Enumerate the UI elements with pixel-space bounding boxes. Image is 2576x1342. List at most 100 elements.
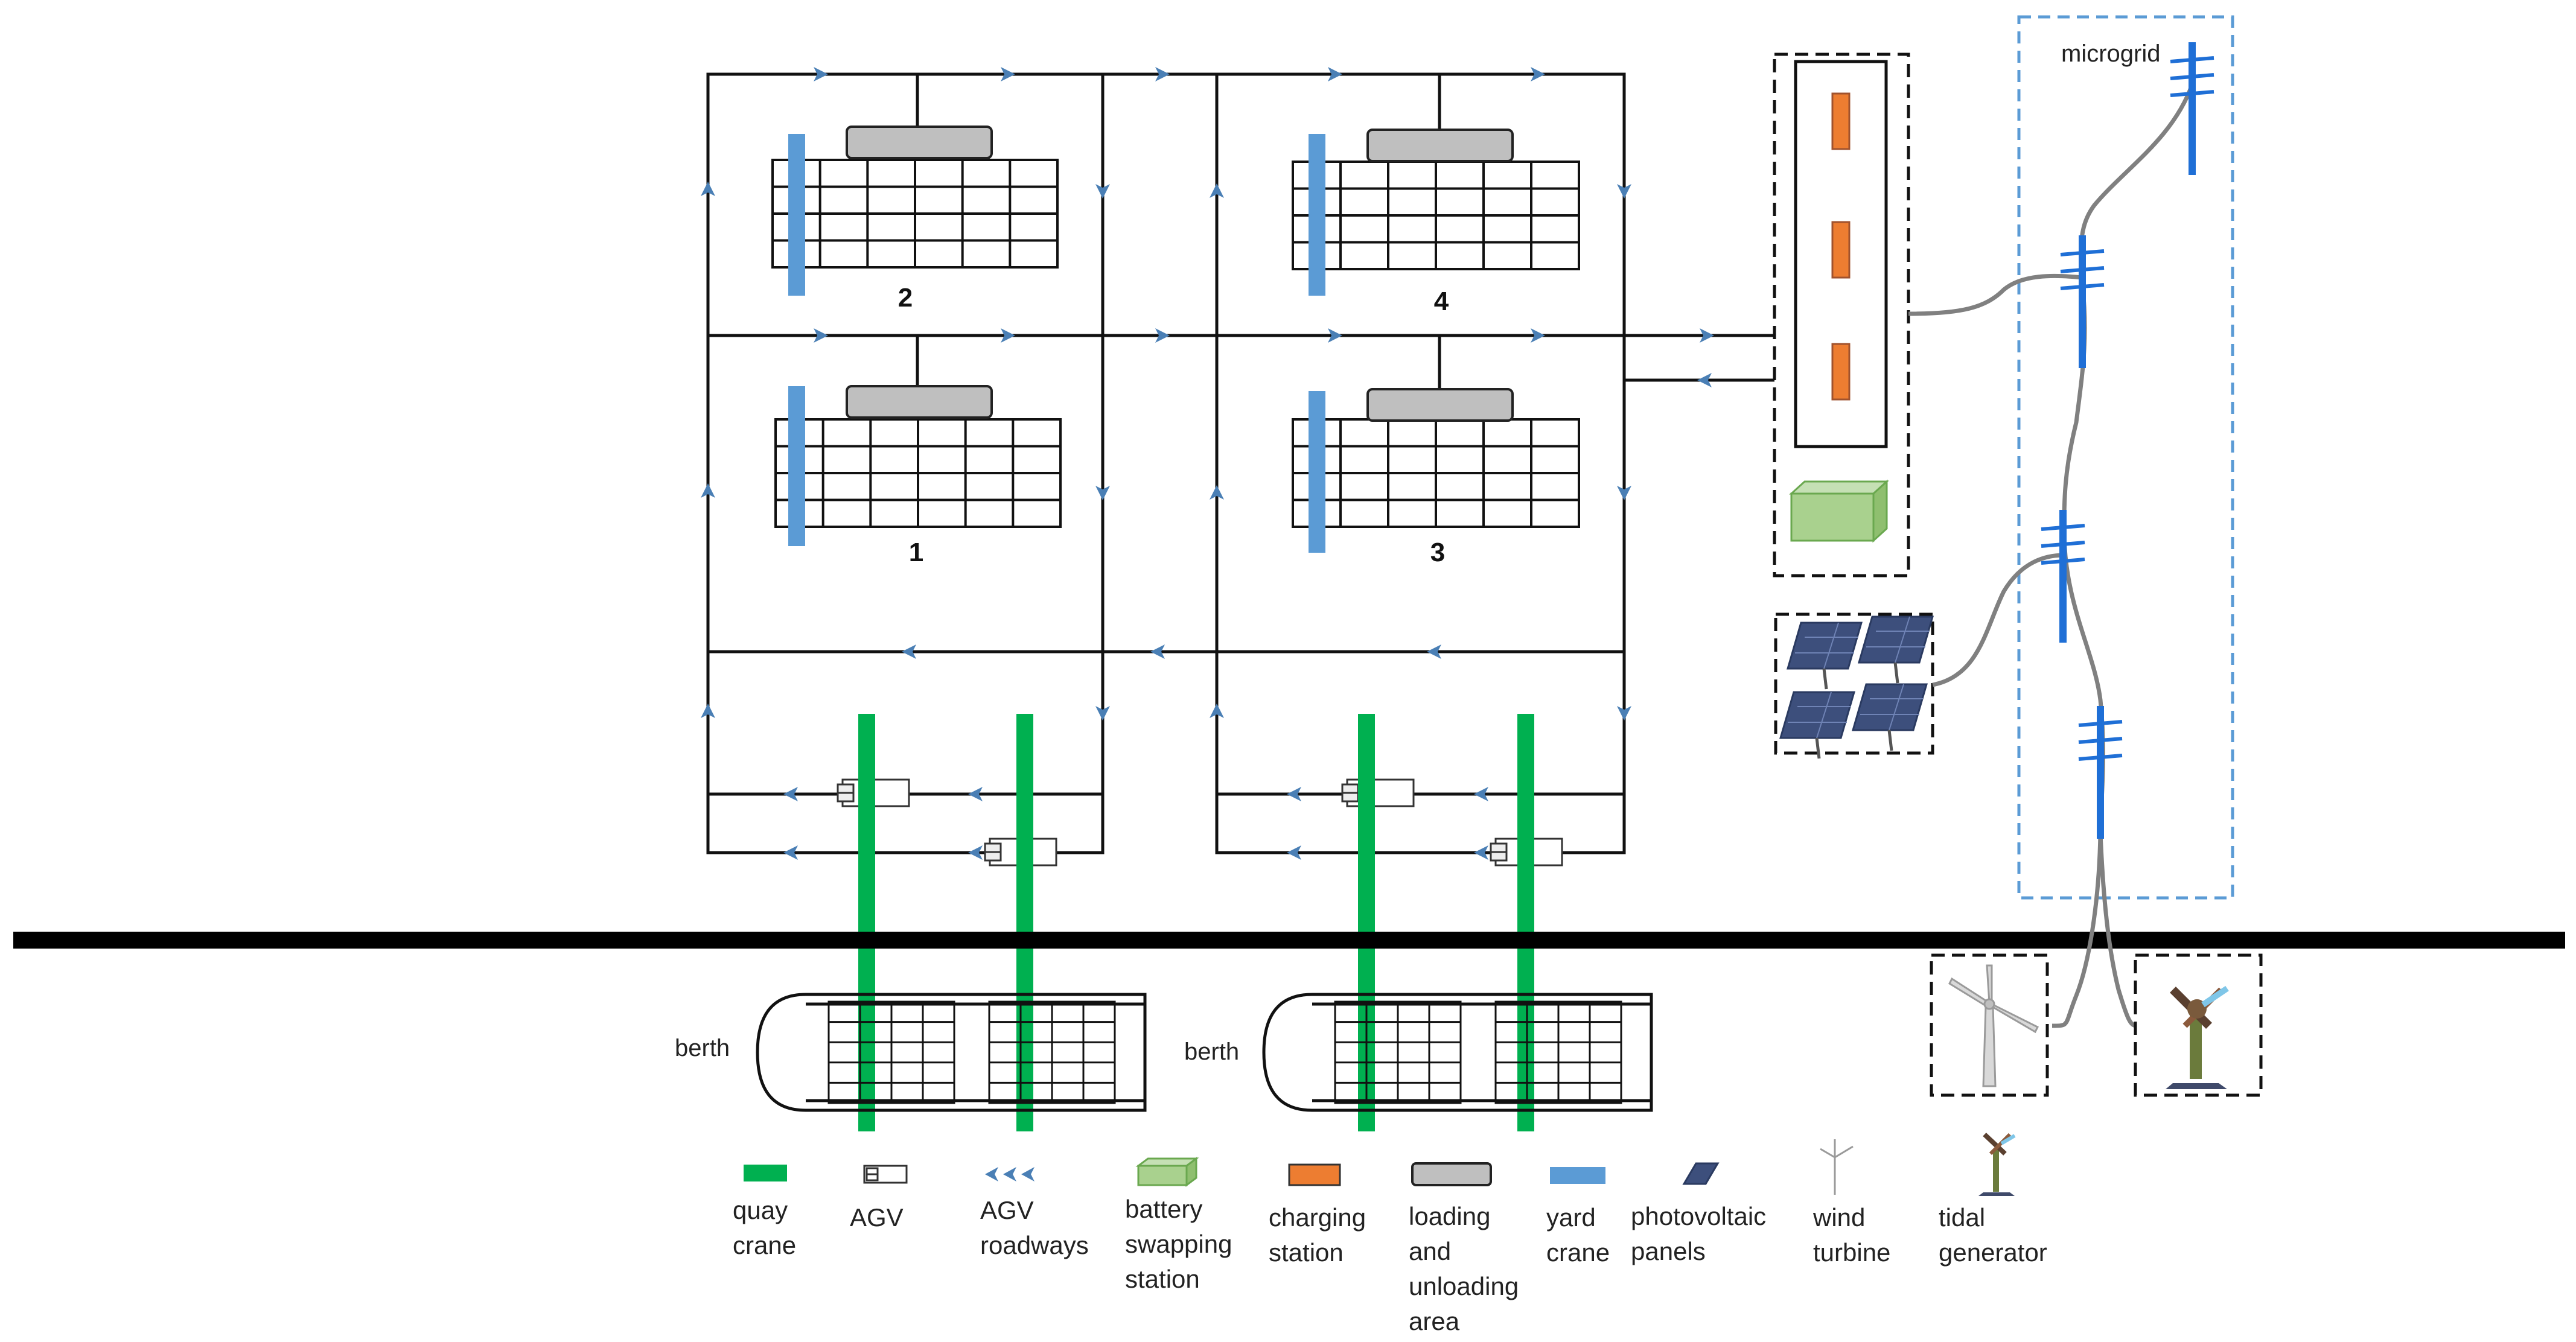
yard-block-4 bbox=[1292, 161, 1580, 270]
loading-area-3 bbox=[1366, 388, 1514, 422]
charging-station-3 bbox=[1831, 343, 1851, 401]
yard-block-2 bbox=[771, 159, 1059, 269]
legend-quay-crane-icon bbox=[744, 1165, 787, 1181]
roadway-arrow bbox=[1617, 184, 1631, 199]
tidal-generator-box bbox=[2134, 953, 2263, 1097]
yard-crane-1 bbox=[788, 386, 805, 546]
roadway-arrow bbox=[814, 328, 828, 343]
roadway-arrow bbox=[1001, 328, 1015, 343]
yard-crane-3 bbox=[1309, 391, 1325, 553]
roadway-arrow bbox=[1210, 485, 1224, 500]
roadway-arrow bbox=[1287, 787, 1301, 801]
loading-area-4 bbox=[1366, 129, 1514, 162]
quay-crane-2 bbox=[1016, 714, 1033, 1131]
roadway-arrow bbox=[1531, 67, 1545, 81]
yard-crane-4 bbox=[1309, 134, 1325, 296]
yard-crane-2 bbox=[788, 134, 805, 296]
agv bbox=[837, 778, 910, 807]
legend-agv-roadways-icon bbox=[985, 1167, 1035, 1181]
legend-tidal-generator-icon bbox=[1978, 1133, 2016, 1196]
legend-agv-label: AGV bbox=[850, 1203, 904, 1232]
legend-wind-turbine-label: wind turbine bbox=[1812, 1203, 1890, 1267]
power-cables bbox=[1908, 83, 2195, 1028]
roadway-arrow bbox=[1155, 328, 1170, 343]
roadway-arrow bbox=[1210, 183, 1224, 198]
roadway-arrow bbox=[1095, 486, 1110, 500]
roadway-arrow bbox=[1287, 845, 1301, 860]
roadway-arrow bbox=[1617, 706, 1631, 720]
block-label-2: 2 bbox=[898, 283, 913, 313]
berth-label-2: berth bbox=[1184, 1038, 1239, 1065]
yard-block-1 bbox=[774, 418, 1062, 528]
block-label-4: 4 bbox=[1434, 287, 1449, 316]
photovoltaic-panels bbox=[1781, 617, 1933, 758]
roadway-arrow bbox=[1150, 644, 1165, 659]
agv-roadway-arrows bbox=[701, 67, 1714, 860]
roadway-arrow bbox=[1328, 328, 1342, 343]
legend-photovoltaic-label: photovoltaic panels bbox=[1631, 1202, 1773, 1265]
utility-poles bbox=[2041, 42, 2214, 839]
ship-2 bbox=[1262, 993, 1653, 1112]
roadway-arrow bbox=[1700, 328, 1714, 343]
roadway-arrow bbox=[1531, 328, 1545, 343]
roadway-arrow bbox=[1474, 787, 1488, 801]
quay-crane-4 bbox=[1517, 714, 1534, 1131]
roadway-arrow bbox=[1095, 706, 1110, 720]
roadway-arrow bbox=[1427, 644, 1441, 659]
microgrid-label: microgrid bbox=[2061, 40, 2160, 67]
legend-agv-icon bbox=[863, 1165, 908, 1184]
left-roadway-loop bbox=[706, 72, 1105, 854]
legend-tidal-generator-label: tidal generator bbox=[1939, 1203, 2047, 1267]
legend-wind-turbine-icon bbox=[1820, 1139, 1854, 1195]
agv bbox=[1341, 778, 1415, 807]
ship-1 bbox=[756, 993, 1147, 1112]
legend: quay crane AGV AGV roadways battery swap… bbox=[733, 1133, 2047, 1335]
legend-charging-station-label: charging station bbox=[1269, 1203, 1373, 1267]
block-label-3: 3 bbox=[1430, 538, 1445, 567]
roadway-arrow bbox=[814, 67, 828, 81]
roadway-arrow bbox=[701, 483, 715, 498]
roadway-arrow bbox=[783, 787, 798, 801]
berth-label-1: berth bbox=[675, 1035, 730, 1061]
roadway-arrow bbox=[1617, 486, 1631, 500]
legend-quay-crane-label: quay crane bbox=[733, 1196, 796, 1259]
roadway-arrow bbox=[783, 845, 798, 860]
loading-area-2 bbox=[846, 126, 993, 159]
roadway-arrow bbox=[701, 182, 715, 196]
loading-area-1 bbox=[846, 385, 993, 419]
roadway-arrow bbox=[1001, 67, 1015, 81]
roadway-arrow bbox=[1697, 373, 1712, 387]
yard-block-3 bbox=[1292, 418, 1580, 528]
legend-charging-station-icon bbox=[1288, 1163, 1341, 1186]
roadway-arrow bbox=[902, 644, 916, 659]
legend-battery-swapping-station-label: battery swapping station bbox=[1125, 1195, 1239, 1293]
legend-yard-crane-label: yard crane bbox=[1546, 1203, 1610, 1267]
pole-1 bbox=[2170, 42, 2214, 175]
wind-turbine bbox=[1948, 964, 2039, 1087]
pole-4 bbox=[2079, 706, 2122, 839]
legend-photovoltaic-icon bbox=[1682, 1162, 1720, 1185]
roadway-arrow bbox=[968, 787, 983, 801]
legend-loading-area-label: loading and unloading area bbox=[1409, 1202, 1526, 1335]
roadway-arrow bbox=[1155, 67, 1170, 81]
block-label-1: 1 bbox=[909, 538, 923, 567]
roadway-arrow bbox=[1328, 67, 1342, 81]
legend-loading-area-icon bbox=[1411, 1162, 1492, 1186]
roadway-arrow bbox=[1095, 184, 1110, 199]
microgrid-box bbox=[2017, 15, 2234, 900]
roadway-arrow bbox=[1474, 845, 1488, 860]
right-roadway-loop bbox=[1215, 72, 1626, 854]
roadway-arrow bbox=[968, 845, 983, 860]
charging-station-1 bbox=[1831, 92, 1851, 150]
roadway-arrow bbox=[1210, 704, 1224, 718]
legend-yard-crane-icon bbox=[1550, 1167, 1605, 1184]
legend-agv-roadways-label: AGV roadways bbox=[980, 1196, 1089, 1259]
quay-line bbox=[13, 932, 2565, 949]
charging-station-2 bbox=[1831, 221, 1851, 279]
pole-2 bbox=[2061, 235, 2104, 368]
legend-battery-swapping-station-icon bbox=[1135, 1157, 1199, 1187]
battery-swapping-station bbox=[1789, 479, 1889, 543]
tidal-generator bbox=[2166, 985, 2229, 1089]
roadway-arrow bbox=[701, 704, 715, 718]
